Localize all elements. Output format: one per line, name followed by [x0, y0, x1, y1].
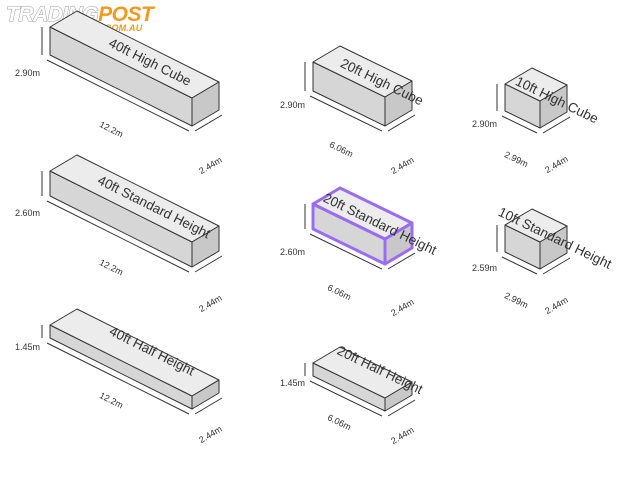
box-side-face	[384, 80, 413, 127]
length-label: 12.2m	[98, 390, 125, 410]
length-dim-line	[46, 342, 190, 415]
length-dim-line	[309, 95, 383, 132]
length-label: 2.99m	[503, 290, 530, 310]
box-side-face	[539, 225, 568, 270]
box-side-face	[384, 381, 413, 412]
logo-sub: .COM.AU	[102, 23, 143, 33]
width-label: 2.44m	[543, 295, 570, 316]
width-label: 2.44m	[197, 424, 224, 445]
height-label: 2.90m	[15, 68, 40, 78]
width-dim-line	[194, 255, 223, 273]
length-dim-line	[501, 115, 538, 134]
width-dim-line	[194, 397, 223, 415]
width-label: 2.44m	[389, 155, 416, 176]
width-dim-line	[542, 116, 571, 134]
length-dim-line	[309, 380, 383, 417]
box-side-face	[191, 225, 220, 268]
length-dim-line	[309, 233, 383, 270]
length-dim-line	[46, 200, 190, 273]
height-label: 2.60m	[280, 247, 305, 257]
box-top-face	[49, 308, 220, 397]
length-label: 12.2m	[98, 257, 125, 277]
length-dim-line	[46, 59, 190, 132]
box-side-face	[191, 379, 220, 410]
height-label: 1.45m	[15, 342, 40, 352]
logo-part2: POST	[98, 3, 154, 26]
width-dim-line	[387, 114, 416, 132]
width-dim-line	[387, 399, 416, 417]
height-label: 2.90m	[280, 100, 305, 110]
width-dim-line	[387, 252, 416, 270]
box-side-face	[539, 84, 568, 129]
width-label: 2.44m	[197, 293, 224, 314]
length-label: 6.06m	[326, 412, 353, 432]
width-label: 2.44m	[389, 297, 416, 318]
length-label: 2.99m	[503, 149, 530, 169]
length-label: 6.06m	[326, 282, 353, 302]
width-label: 2.44m	[389, 425, 416, 446]
height-label: 2.59m	[472, 263, 497, 273]
width-label: 2.44m	[197, 155, 224, 176]
box-side-face	[191, 81, 220, 127]
height-label: 1.45m	[280, 378, 305, 388]
length-dim-line	[501, 256, 538, 275]
length-label: 6.06m	[328, 139, 355, 159]
height-label: 2.90m	[472, 119, 497, 129]
width-dim-line	[542, 257, 571, 275]
height-label: 2.60m	[15, 208, 40, 218]
tradingpost-logo: TRADINGPOST .COM.AU	[6, 3, 154, 33]
width-label: 2.44m	[543, 154, 570, 175]
width-dim-line	[194, 114, 223, 132]
box-side-face	[383, 221, 414, 266]
length-label: 12.2m	[98, 119, 125, 139]
